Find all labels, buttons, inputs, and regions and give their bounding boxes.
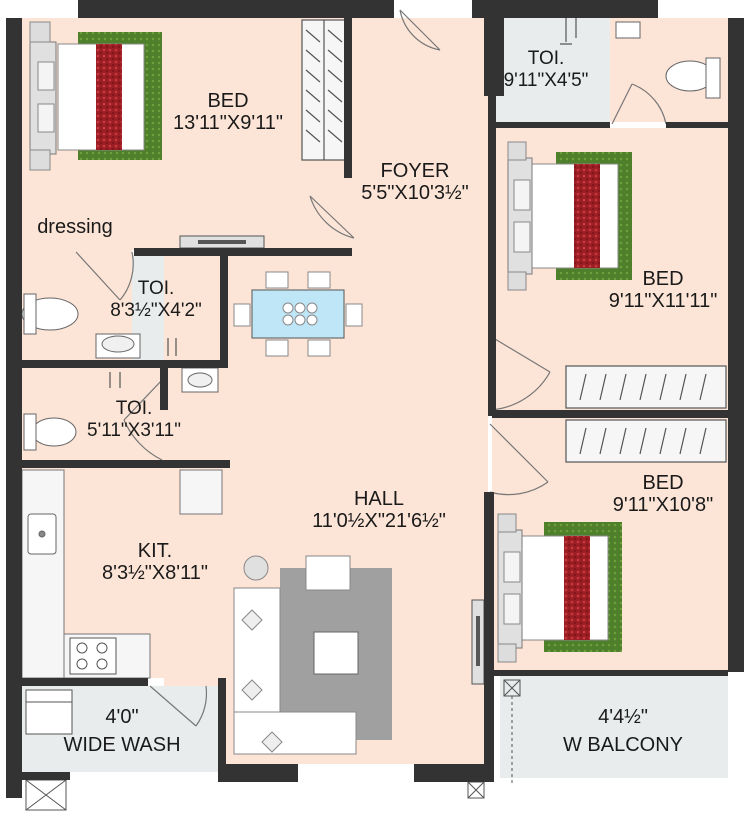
- wall-kitchen-top: [22, 460, 230, 468]
- wall-left-outer: [6, 18, 22, 798]
- toilet-small-label: TOI. 5'11"X3'11": [72, 398, 196, 442]
- bed-right-top-label: BED 9'11"X11'11": [596, 268, 730, 312]
- tv-unit-icon: [179, 235, 485, 685]
- wall-wash-top: [22, 678, 148, 686]
- toilet-top-right-label: TOI. 9'11"X4'5": [498, 48, 594, 92]
- bed-master-size: 13'11"X9'11": [172, 112, 284, 134]
- duct-icon: [25, 679, 521, 811]
- hall-name: HALL: [353, 488, 405, 510]
- hall-label: HALL 11'0½X"21'6½": [294, 488, 464, 532]
- door-swing-icon: [75, 9, 667, 727]
- bed-right-top-name: BED: [642, 268, 684, 290]
- dressing-name: dressing: [37, 216, 113, 238]
- wall-foyer-divider: [484, 0, 504, 96]
- bed-right-bottom-label: BED 9'11"X10'8": [600, 472, 726, 516]
- hall-size: 11'0½X"21'6½": [312, 510, 446, 532]
- wall-right-outer: [728, 18, 744, 672]
- wall-bottom-right: [414, 764, 488, 782]
- balcony-name: W BALCONY: [562, 734, 684, 756]
- wall-balcony-top: [494, 670, 728, 676]
- wardrobe-icon: [301, 19, 347, 161]
- stove-icon: [69, 637, 117, 675]
- toilet-icon: [21, 57, 721, 451]
- wall-balcony-left: [484, 492, 494, 782]
- toilet-mid-size: 8'3½"X4'2": [110, 300, 202, 321]
- wash-label: 4'0" WIDE WASH: [52, 706, 192, 756]
- bed-icon: [507, 141, 632, 291]
- wall-mid-horizontal: [22, 360, 228, 368]
- wall-toilet-mid-right: [220, 256, 228, 364]
- kitchen-label: KIT. 8'3½"X8'11": [88, 540, 222, 584]
- shower-icon: [109, 16, 577, 388]
- wall-toilet-bottom: [492, 122, 610, 128]
- balcony-label: 4'4½" W BALCONY: [548, 706, 698, 756]
- dressing-label: dressing: [30, 216, 120, 238]
- toilet-mid-label: TOI. 8'3½"X4'2": [96, 278, 216, 322]
- wall-top-mid: [472, 0, 658, 18]
- toilet-top-right-floor: [492, 18, 610, 122]
- dining-table-icon: [233, 271, 363, 357]
- foyer-label: FOYER 5'5"X10'3½": [350, 160, 480, 204]
- foyer-size: 5'5"X10'3½": [361, 182, 469, 204]
- wall-bottom-mid: [218, 764, 298, 782]
- balcony-size: 4'4½": [598, 706, 648, 728]
- wall-wash-right: [218, 678, 226, 778]
- wall-beds-divider: [492, 410, 728, 418]
- bed-right-bottom-size: 9'11"X10'8": [612, 494, 714, 516]
- bed-master-name: BED: [207, 90, 249, 112]
- toilet-top-right-name: TOI.: [527, 48, 565, 69]
- washing-machine-icon: [25, 689, 73, 735]
- sink-icon: [27, 513, 57, 555]
- wall-toilet-bottom-right: [666, 122, 728, 128]
- wash-name: WIDE WASH: [63, 734, 181, 756]
- wall-master-right: [344, 18, 352, 178]
- washbasin-icon: [95, 21, 641, 393]
- kitchen-size: 8'3½"X8'11": [102, 562, 208, 584]
- wall-toilet-small-right: [160, 368, 168, 410]
- toilet-small-name: TOI.: [115, 398, 153, 419]
- toilet-mid-name: TOI.: [137, 278, 175, 299]
- wall-top-left: [78, 0, 394, 18]
- wash-size: 4'0": [105, 706, 139, 728]
- sofa-icon: [233, 555, 392, 755]
- wall-master-bottom: [134, 248, 352, 256]
- toilet-small-size: 5'11"X3'11": [87, 420, 181, 441]
- wardrobe-icon: [565, 365, 727, 463]
- toilet-top-right-size: 9'11"X4'5": [503, 70, 589, 91]
- bed-master-label: BED 13'11"X9'11": [168, 90, 288, 134]
- wall-toilet-right: [488, 96, 496, 416]
- wall-bottom-left: [6, 772, 70, 780]
- bed-right-bottom-name: BED: [642, 472, 684, 494]
- bed-right-top-size: 9'11"X11'11": [608, 290, 718, 312]
- balcony-floor: [500, 676, 728, 778]
- bed-icon: [29, 21, 162, 171]
- bed-icon: [497, 513, 622, 663]
- kitchen-name: KIT.: [137, 540, 173, 562]
- foyer-name: FOYER: [380, 160, 450, 182]
